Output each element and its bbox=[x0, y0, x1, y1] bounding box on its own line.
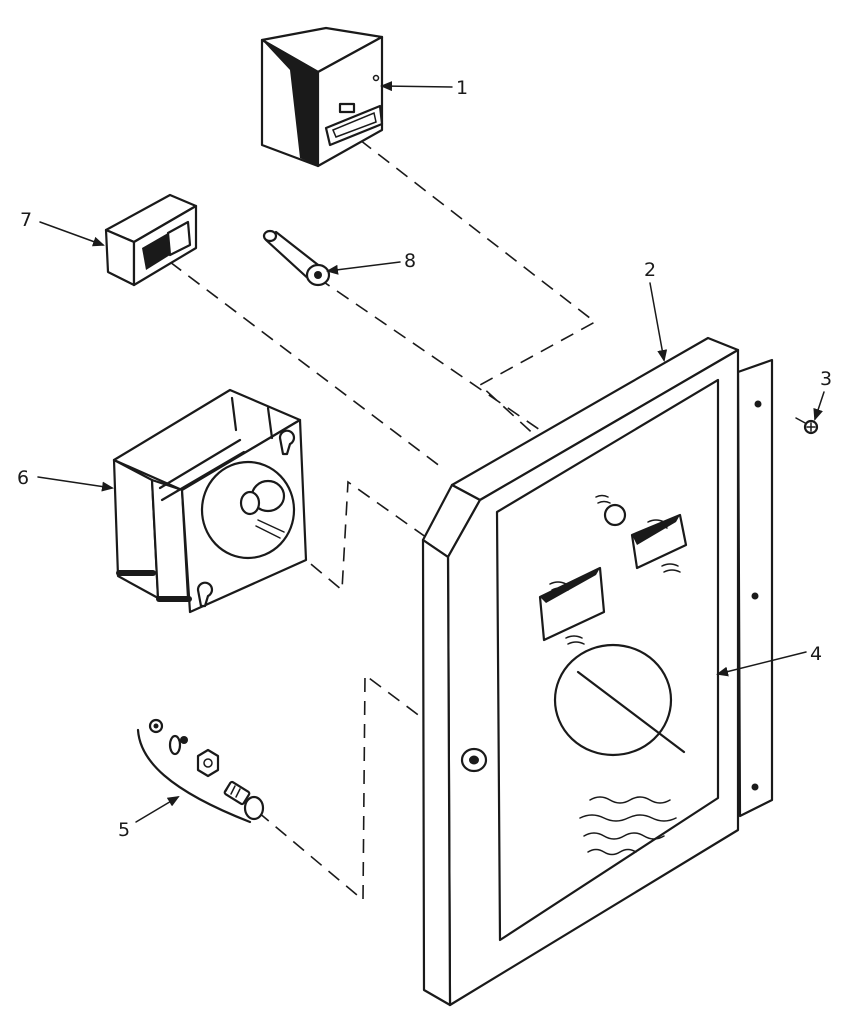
kit-small-screw-head bbox=[153, 723, 159, 729]
panel-side-face bbox=[421, 538, 452, 1007]
switch-cutout-marks bbox=[647, 519, 681, 573]
timer-foot-back bbox=[116, 570, 156, 576]
pilot-lamp-end bbox=[262, 229, 278, 243]
switch-rocker-dark bbox=[142, 233, 170, 270]
leader-part-2 bbox=[649, 282, 668, 362]
control-panel bbox=[421, 336, 740, 1007]
kit-bracket bbox=[136, 728, 252, 824]
screw-slot bbox=[806, 422, 816, 432]
mounting-hole-mid bbox=[751, 592, 759, 600]
timer-foot-front bbox=[156, 596, 192, 602]
leader-part-5 bbox=[135, 795, 180, 823]
side-stud-hole bbox=[469, 755, 479, 765]
assembly-line-part-5 bbox=[257, 673, 426, 902]
relay-screw bbox=[372, 74, 380, 82]
timer-shaft-tip bbox=[239, 490, 261, 516]
relay-box-shade bbox=[262, 40, 318, 166]
mounting-plate-body bbox=[736, 358, 774, 818]
callout-2: 2 bbox=[644, 259, 656, 281]
kit-knob-cap bbox=[243, 795, 265, 821]
kit-hex-nut-bore bbox=[203, 758, 213, 768]
timer-dial-marks bbox=[255, 519, 285, 539]
pilot-lamp bbox=[262, 229, 331, 287]
timer-case-ribs bbox=[158, 396, 274, 502]
assembly-line-part-8 bbox=[317, 277, 541, 431]
leader-part-3 bbox=[813, 391, 825, 421]
timer-opening bbox=[553, 643, 673, 757]
leader-part-4 bbox=[716, 651, 807, 677]
leader-part-1 bbox=[380, 81, 453, 92]
timer-axis-line bbox=[576, 670, 686, 754]
leader-part-6 bbox=[37, 476, 114, 492]
callout-8: 8 bbox=[404, 250, 416, 272]
kit-spacer bbox=[168, 734, 182, 756]
leader-part-8 bbox=[326, 261, 401, 275]
rocker-switch bbox=[104, 193, 198, 287]
timer-keyhole-top bbox=[278, 429, 296, 456]
relay-box bbox=[260, 26, 384, 168]
callout-4: 4 bbox=[810, 643, 822, 665]
indicator-hole bbox=[603, 503, 627, 527]
mounting-screw bbox=[795, 417, 819, 435]
kit-washer bbox=[180, 736, 188, 744]
relay-tab bbox=[338, 102, 356, 114]
kit-stud-threads bbox=[225, 782, 241, 798]
mounting-hole-bottom bbox=[751, 783, 759, 791]
breaker-cutout-marks bbox=[549, 581, 585, 645]
leader-part-7 bbox=[39, 221, 105, 247]
callout-1: 1 bbox=[456, 77, 468, 99]
kit-hex-nut bbox=[196, 748, 220, 778]
timer-module bbox=[112, 388, 308, 614]
breaker-cutout-shadow bbox=[540, 568, 600, 603]
assembly-line-part-7 bbox=[169, 261, 446, 471]
relay-reset-inset bbox=[332, 111, 377, 138]
hardware-kit bbox=[136, 718, 265, 824]
switch-rocker-light bbox=[166, 220, 192, 257]
mounting-hole-top bbox=[754, 400, 762, 408]
timer-keyhole-bottom bbox=[196, 581, 214, 608]
callout-3: 3 bbox=[820, 368, 832, 390]
pilot-lamp-lens bbox=[314, 271, 322, 279]
callout-7: 7 bbox=[20, 209, 32, 231]
mounting-plate bbox=[736, 358, 774, 818]
leader-lines bbox=[37, 81, 825, 823]
indicator-marks bbox=[595, 494, 611, 504]
data-plate-lettering bbox=[579, 796, 677, 856]
callout-6: 6 bbox=[17, 467, 29, 489]
switch-cutout-shadow bbox=[632, 515, 680, 545]
callout-5: 5 bbox=[118, 819, 130, 841]
callout-labels: 1 7 8 2 3 6 4 5 bbox=[17, 77, 832, 841]
assembly-line-part-1 bbox=[359, 139, 597, 441]
